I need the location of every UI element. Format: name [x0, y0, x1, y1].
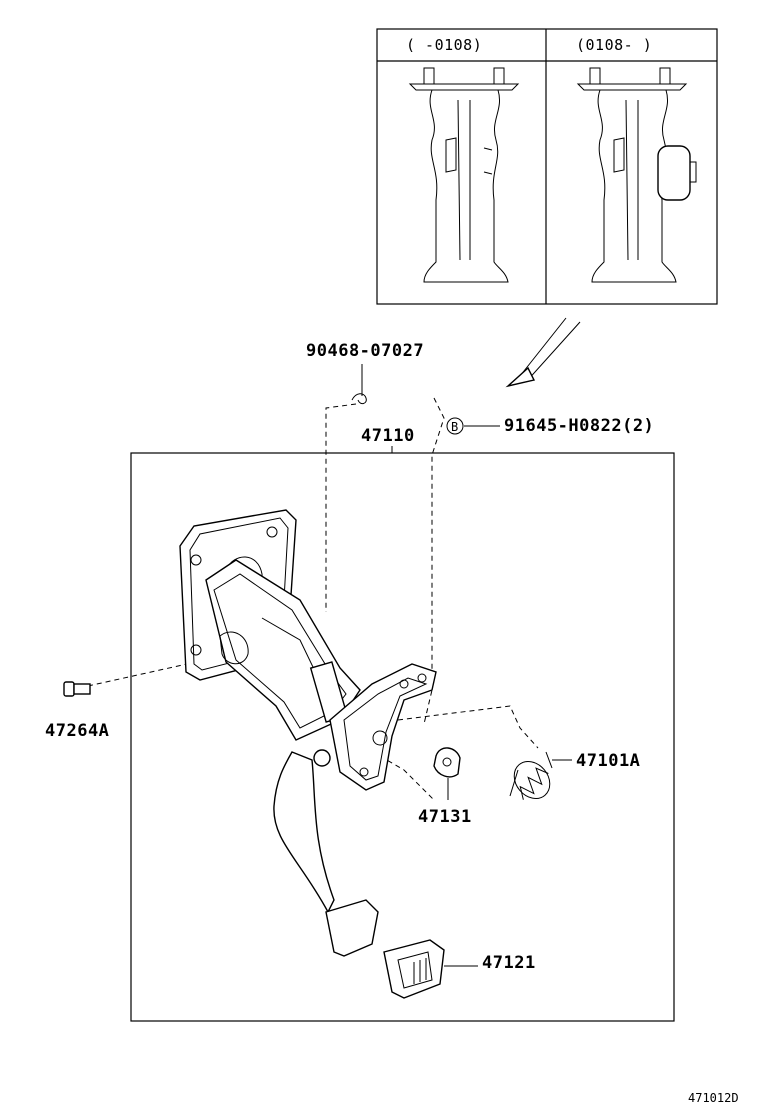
stop-switch-icon — [657, 145, 691, 201]
assembly-frame — [130, 452, 675, 1022]
marker-circle-b — [446, 417, 464, 435]
pin-47264A-icon — [63, 681, 91, 697]
variant-inset: ( -0108) (0108- ) — [376, 28, 718, 305]
label-47101A: 47101A — [576, 751, 640, 771]
marker-b: B — [451, 420, 458, 434]
pedal-shaft — [273, 751, 335, 914]
pedal-pad-47121-icon — [383, 939, 445, 999]
dash-47101A — [397, 705, 539, 749]
label-47121: 47121 — [482, 953, 536, 973]
dash-90468 — [325, 403, 357, 612]
diagram-code: 471012D — [688, 1091, 739, 1105]
inset-left-header: ( -0108) — [406, 36, 482, 54]
pedal-lever-arm — [329, 663, 437, 791]
dash-91645 — [423, 397, 445, 725]
brake-pedal-assembly — [179, 509, 437, 957]
inset-right-header: (0108- ) — [576, 36, 652, 54]
bracket-variant-early — [408, 67, 520, 283]
label-47264A: 47264A — [45, 721, 109, 741]
label-91645: 91645-H0822(2) — [504, 416, 654, 436]
inset-pointer-arrow — [505, 317, 581, 388]
dash-47131 — [379, 755, 435, 801]
bracket-variant-late — [576, 67, 697, 283]
label-90468: 90468-07027 — [306, 341, 424, 361]
label-47131: 47131 — [418, 807, 472, 827]
label-47110: 47110 — [361, 426, 415, 446]
spring-47101A-icon — [509, 751, 553, 800]
cushion-47131-icon — [433, 747, 461, 778]
pivot-bolt — [313, 749, 331, 767]
clip-icon — [351, 393, 367, 405]
pedal-pad — [325, 899, 379, 957]
